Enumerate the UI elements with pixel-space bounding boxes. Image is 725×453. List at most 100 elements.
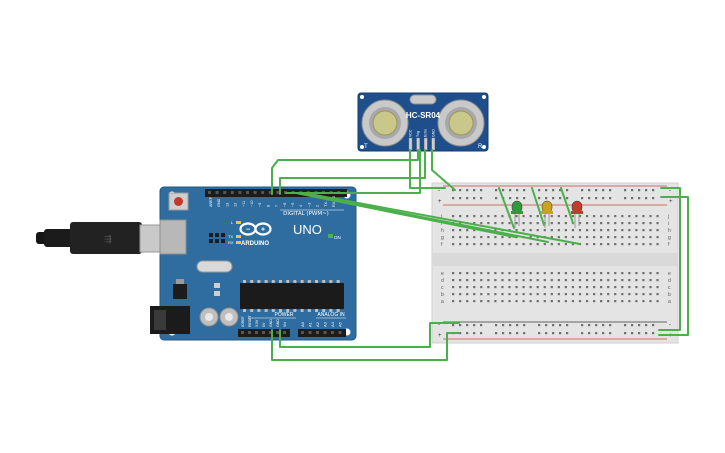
wire-arduino-5v[interactable] (271, 329, 460, 361)
terminal-hole[interactable] (621, 236, 624, 239)
rail-hole[interactable] (538, 189, 541, 192)
terminal-hole[interactable] (585, 215, 589, 218)
terminal-hole[interactable] (536, 229, 539, 232)
rail-hole[interactable] (566, 332, 569, 335)
terminal-hole[interactable] (564, 293, 567, 296)
terminal-hole[interactable] (621, 286, 624, 289)
rail-hole[interactable] (624, 189, 627, 192)
terminal-hole[interactable] (550, 279, 553, 282)
terminal-hole[interactable] (600, 243, 603, 246)
rail-hole[interactable] (588, 197, 591, 200)
terminal-hole[interactable] (550, 243, 553, 246)
terminal-hole[interactable] (600, 279, 603, 282)
terminal-hole[interactable] (585, 243, 589, 246)
terminal-hole[interactable] (480, 243, 483, 246)
terminal-hole[interactable] (536, 300, 539, 303)
rail-hole[interactable] (552, 197, 555, 200)
terminal-hole[interactable] (649, 243, 652, 246)
rail-hole[interactable] (552, 189, 555, 192)
terminal-hole[interactable] (473, 279, 476, 282)
rail-hole[interactable] (480, 332, 483, 335)
terminal-hole[interactable] (459, 215, 462, 218)
rail-hole[interactable] (609, 332, 612, 335)
terminal-hole[interactable] (614, 243, 617, 246)
terminal-hole[interactable] (529, 243, 532, 246)
wire-sensor-extra[interactable] (285, 149, 421, 194)
rail-hole[interactable] (624, 332, 627, 335)
terminal-hole[interactable] (585, 222, 589, 225)
terminal-hole[interactable] (621, 229, 624, 232)
header-pin[interactable] (223, 191, 227, 194)
terminal-hole[interactable] (550, 293, 553, 296)
terminal-hole[interactable] (459, 236, 462, 239)
header-pin[interactable] (253, 191, 257, 194)
terminal-hole[interactable] (649, 229, 652, 232)
terminal-hole[interactable] (459, 279, 462, 282)
rail-hole[interactable] (595, 324, 598, 327)
terminal-hole[interactable] (656, 279, 659, 282)
terminal-hole[interactable] (593, 300, 596, 303)
rail-hole[interactable] (473, 324, 476, 327)
terminal-hole[interactable] (543, 272, 546, 275)
terminal-hole[interactable] (656, 286, 659, 289)
terminal-hole[interactable] (487, 272, 490, 275)
terminal-hole[interactable] (494, 300, 497, 303)
terminal-hole[interactable] (557, 286, 560, 289)
rail-hole[interactable] (645, 332, 648, 335)
terminal-hole[interactable] (607, 222, 610, 225)
rail-hole[interactable] (581, 197, 584, 200)
terminal-hole[interactable] (614, 293, 617, 296)
terminal-hole[interactable] (543, 279, 546, 282)
terminal-hole[interactable] (628, 300, 631, 303)
terminal-hole[interactable] (585, 286, 589, 289)
terminal-hole[interactable] (452, 279, 455, 282)
terminal-hole[interactable] (571, 272, 575, 275)
terminal-hole[interactable] (473, 222, 476, 225)
terminal-hole[interactable] (649, 300, 652, 303)
rail-hole[interactable] (466, 189, 469, 192)
terminal-hole[interactable] (635, 293, 638, 296)
terminal-hole[interactable] (557, 272, 560, 275)
terminal-hole[interactable] (593, 286, 596, 289)
terminal-hole[interactable] (501, 300, 504, 303)
terminal-hole[interactable] (564, 236, 567, 239)
terminal-hole[interactable] (557, 222, 560, 225)
rail-hole[interactable] (545, 324, 548, 327)
terminal-hole[interactable] (494, 229, 497, 232)
terminal-hole[interactable] (501, 279, 504, 282)
rail-hole[interactable] (545, 332, 548, 335)
terminal-hole[interactable] (508, 293, 511, 296)
rail-hole[interactable] (545, 189, 548, 192)
sensor-pin[interactable] (424, 137, 428, 151)
rail-hole[interactable] (559, 324, 562, 327)
rail-hole[interactable] (638, 197, 641, 200)
rail-hole[interactable] (473, 332, 476, 335)
terminal-hole[interactable] (607, 229, 610, 232)
terminal-hole[interactable] (459, 286, 462, 289)
terminal-hole[interactable] (473, 286, 476, 289)
rail-hole[interactable] (552, 332, 555, 335)
terminal-hole[interactable] (642, 286, 645, 289)
terminal-hole[interactable] (459, 229, 462, 232)
terminal-hole[interactable] (642, 279, 645, 282)
terminal-hole[interactable] (635, 286, 638, 289)
terminal-hole[interactable] (649, 293, 652, 296)
terminal-hole[interactable] (501, 215, 504, 218)
sensor-pin[interactable] (431, 137, 435, 151)
rail-hole[interactable] (559, 197, 562, 200)
rail-hole[interactable] (631, 189, 634, 192)
terminal-hole[interactable] (487, 222, 490, 225)
terminal-hole[interactable] (585, 272, 589, 275)
terminal-hole[interactable] (480, 272, 483, 275)
terminal-hole[interactable] (550, 215, 553, 218)
terminal-hole[interactable] (515, 236, 518, 239)
terminal-hole[interactable] (522, 300, 525, 303)
rail-hole[interactable] (559, 332, 562, 335)
rail-hole[interactable] (473, 189, 476, 192)
terminal-hole[interactable] (649, 286, 652, 289)
analog-pin[interactable] (301, 331, 304, 334)
terminal-hole[interactable] (466, 279, 469, 282)
terminal-hole[interactable] (621, 215, 624, 218)
